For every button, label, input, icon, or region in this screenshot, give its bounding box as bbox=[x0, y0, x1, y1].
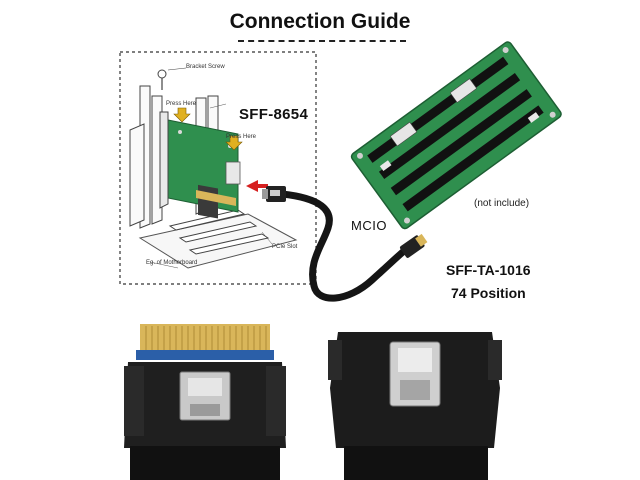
bracket-screw-label: Bracket Screw bbox=[186, 64, 225, 70]
install-diagram-frame bbox=[119, 51, 317, 285]
cable-label: MCIO bbox=[351, 218, 387, 233]
device-connector-label: SFF-TA-1016 bbox=[446, 262, 531, 278]
device-position-label: 74 Position bbox=[451, 285, 526, 301]
mcio-cable bbox=[278, 190, 414, 302]
riser-board bbox=[350, 41, 562, 230]
adapter-card bbox=[167, 119, 241, 219]
press-here-label-2: Press Here bbox=[226, 134, 257, 140]
mcio-large-connector bbox=[328, 332, 502, 480]
board-note: (not include) bbox=[474, 198, 530, 209]
sff-8654-small-connector bbox=[262, 186, 286, 202]
title-underline bbox=[238, 40, 406, 42]
page-title: Connection Guide bbox=[229, 10, 411, 33]
pcie-slot-art bbox=[168, 209, 270, 255]
card-bracket bbox=[159, 111, 169, 209]
mcio-small-connector bbox=[400, 233, 428, 258]
press-here-arrow-icon bbox=[173, 107, 243, 151]
sff-8654-large-connector bbox=[124, 324, 286, 480]
motherboard-label: Eg. of Motherboard bbox=[146, 260, 198, 266]
insert-arrow-icon bbox=[246, 180, 268, 192]
host-connector-label: SFF-8654 bbox=[239, 106, 309, 123]
pcie-slot-label: PCIe Slot bbox=[272, 244, 298, 250]
press-here-label: Press Here bbox=[166, 101, 197, 107]
bracket-screw-icon bbox=[157, 69, 167, 90]
